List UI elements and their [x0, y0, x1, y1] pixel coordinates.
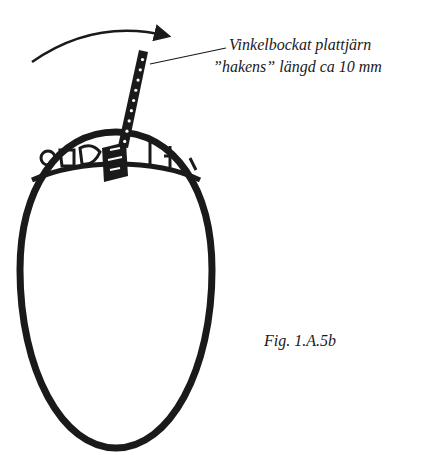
- bar-hole: [139, 68, 142, 71]
- bar-hole: [132, 99, 135, 102]
- bar-hole: [128, 119, 131, 122]
- bar-holes: [123, 58, 144, 143]
- bar-hole: [123, 140, 126, 143]
- part-label: Vinkelbockat plattjärn: [229, 36, 371, 54]
- hoof-outline: [20, 132, 212, 448]
- hook-marks: [108, 148, 122, 170]
- figure-caption: Fig. 1.A.5b: [264, 332, 336, 350]
- part-label: ”hakens” längd ca 10 mm: [213, 58, 382, 76]
- flat-iron-bar: [118, 50, 148, 148]
- hook: [102, 142, 128, 182]
- bar-hole: [125, 130, 128, 133]
- bar-hole: [134, 89, 137, 92]
- rotation-arrow: [32, 31, 168, 62]
- bar-hole: [136, 78, 139, 81]
- bar-hole: [141, 58, 144, 61]
- bar-hole: [130, 109, 133, 112]
